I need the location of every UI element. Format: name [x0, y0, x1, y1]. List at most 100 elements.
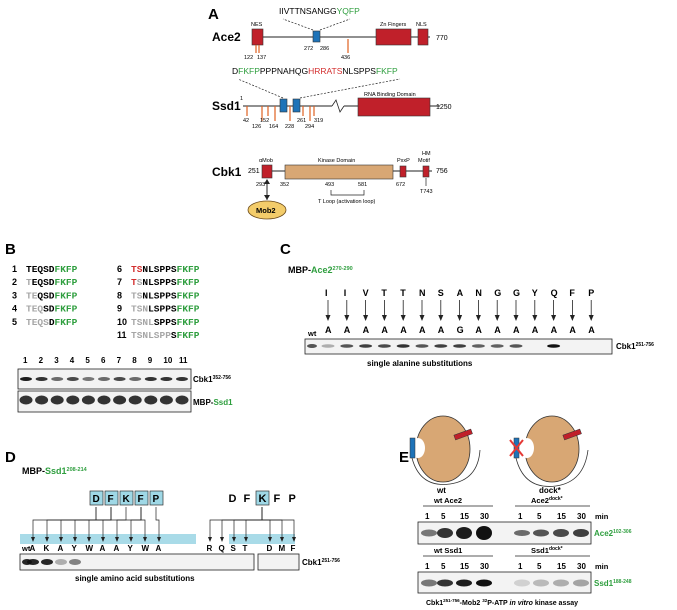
panel-d-wt: wt — [21, 544, 31, 553]
ssd1-name: Ssd1 — [212, 99, 241, 113]
ace2-phospho-band — [514, 530, 530, 536]
ace2-phospho-band — [476, 526, 492, 540]
peptide-segment: T — [131, 277, 137, 288]
substituted-residue: T — [243, 544, 248, 553]
lane-number: 4 — [70, 356, 75, 365]
ssd1-phospho-band — [456, 579, 472, 587]
tree-connector — [88, 507, 112, 540]
lane-number: 1 — [23, 356, 28, 365]
peptide-segment: LSPPS — [148, 304, 177, 315]
motif-residue-box — [149, 490, 164, 506]
substitution-arrowhead — [363, 315, 369, 321]
substitution-arrowhead — [438, 315, 444, 321]
substituted-residue: M — [279, 544, 286, 553]
peptide-segment: NLSPPS — [142, 277, 177, 288]
substituted-residue: A — [325, 325, 332, 335]
cbk1-band — [340, 344, 354, 348]
mbp-ssd1-band — [50, 395, 64, 405]
peptide-number: 3 — [12, 290, 17, 300]
substituted-residue: A — [381, 325, 388, 335]
ssd1-phospho-band — [437, 579, 453, 587]
tree-arrowhead — [115, 537, 119, 542]
mob2-ellipse — [247, 200, 287, 220]
substitution-arrowhead — [325, 315, 331, 321]
time-point: 1 — [425, 512, 430, 521]
cbk1-293: 293 — [256, 182, 265, 188]
motif-residue: K — [259, 493, 267, 505]
cbk1-672: 672 — [396, 182, 405, 188]
peptide-segment: D — [49, 317, 55, 328]
substituted-residue: A — [588, 325, 595, 335]
panel-e-wt-label: wt — [436, 486, 446, 495]
tree-arrowhead — [87, 537, 91, 542]
lane-number: 9 — [148, 356, 153, 365]
panel-d-caption: single amino acid substitutions — [75, 574, 195, 583]
ssd1-domain-label: RNA Binding Domain — [364, 92, 416, 98]
time-point: 15 — [557, 512, 566, 521]
substituted-residue: A — [400, 325, 407, 335]
substituted-residue: A — [344, 325, 351, 335]
peptide-sequence: TEQSDFKFP — [26, 290, 78, 301]
panel-e-label: E — [399, 449, 409, 466]
cbk1-band — [415, 344, 429, 348]
blot-b1-label: Cbk1352-756 — [193, 375, 231, 384]
cbk1-band — [547, 344, 561, 348]
blot-c-label: Cbk1251-756 — [616, 342, 654, 351]
time-point: 5 — [441, 512, 446, 521]
cbk1-kinase-label: Kinase Domain — [318, 158, 355, 164]
ace2-zn-label: Zn Fingers — [380, 22, 407, 28]
ssd1-sequence: DFKFPPPPNAHQGHRRATSNLSPPSFKFP — [232, 66, 398, 76]
substituted-residue: Y — [128, 544, 134, 553]
ace2-seq-line-l — [282, 18, 314, 31]
cbk1-band — [434, 344, 448, 348]
peptide-segment: SD — [43, 304, 55, 315]
ssd1-seq-line-l — [237, 78, 284, 99]
mbp-ssd1-band — [35, 395, 49, 405]
substitution-arrowhead — [457, 315, 463, 321]
motif-residue-box — [89, 490, 104, 506]
ace2-nes-box — [251, 28, 264, 46]
motif-residue-box — [119, 490, 134, 506]
motif-residue-box — [255, 490, 270, 506]
substituted-residue: A — [156, 544, 162, 553]
peptide-number: 2 — [12, 277, 17, 287]
substituted-residue: K — [44, 544, 50, 553]
time-point: 1 — [518, 512, 523, 521]
cbk1-band — [453, 344, 467, 348]
peptide-segment: FKFP — [177, 317, 200, 328]
ace2-seq-line-r — [319, 18, 351, 31]
e-g1-left: wt Ace2 — [433, 496, 462, 505]
motif-residue: D — [229, 493, 237, 505]
peptide-number: 4 — [12, 304, 17, 314]
cbk1-band — [176, 377, 188, 381]
peptide-segment: NLSPPS — [142, 264, 177, 275]
peptide-number: 7 — [117, 277, 122, 287]
motif-residue: F — [138, 494, 144, 505]
motif-residue: D — [93, 494, 100, 505]
substituted-residue: A — [58, 544, 64, 553]
substituted-residue: Y — [72, 544, 78, 553]
ace2-phospho-band — [456, 527, 472, 539]
cbk1-band — [35, 377, 48, 381]
substituted-residue: A — [438, 325, 445, 335]
panel-d-substitution-tree — [31, 507, 296, 542]
substituted-residue: A — [513, 325, 520, 335]
mbp-ssd1-band — [175, 395, 189, 405]
ssd1-dock-box-1 — [279, 98, 288, 113]
wt-residue: N — [419, 288, 426, 298]
tree-connector — [140, 507, 146, 540]
ace2-286: 286 — [320, 46, 329, 52]
tree-arrowhead — [31, 537, 35, 542]
motif-residue-box — [134, 490, 149, 506]
wt-tether — [411, 449, 481, 485]
mbp-ssd1-band — [128, 395, 142, 405]
ace2-blot-e-bands — [421, 526, 589, 540]
substituted-residue: A — [494, 325, 501, 335]
cbk1-blot-d-bands — [22, 559, 81, 565]
lane-number: 6 — [101, 356, 106, 365]
cbk1-band — [27, 559, 39, 565]
lane-number: 3 — [54, 356, 59, 365]
ssd1-phospho-band — [421, 579, 437, 587]
